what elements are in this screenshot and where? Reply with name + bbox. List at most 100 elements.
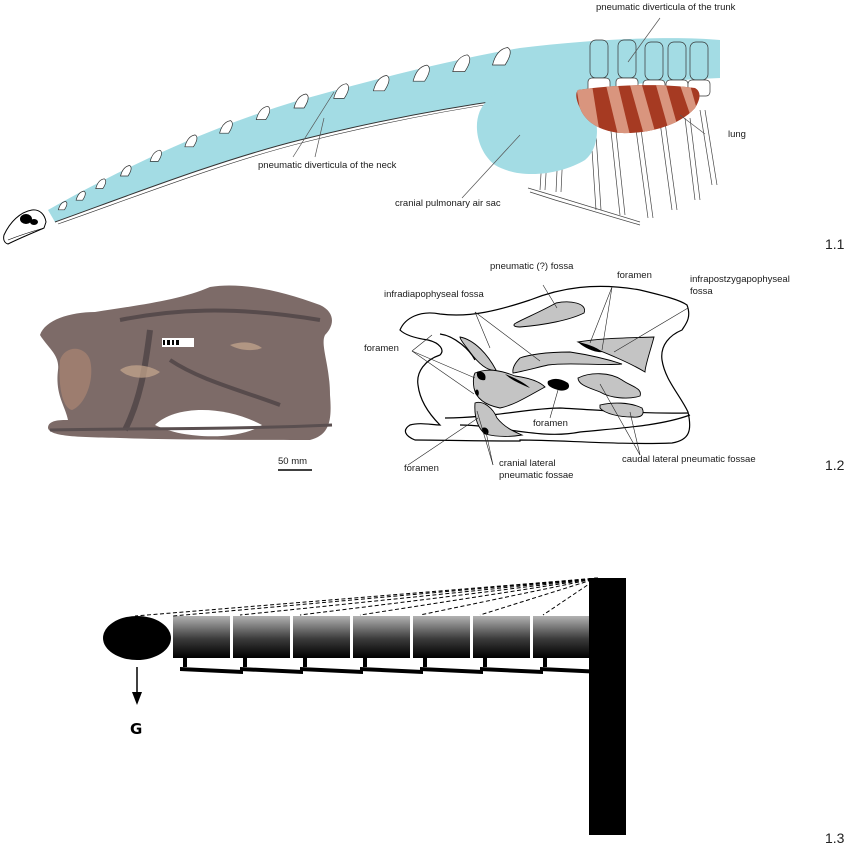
vertebra-strut [363,658,367,667]
infradiapophyseal-fossa-1 [459,336,497,371]
label-cranial-lateral-line1: cranial lateral [499,458,556,469]
cervical-spine [184,134,198,148]
scale-bar-label: 50 mm [278,456,308,467]
panel-number-1-3: 1.3 [825,830,845,846]
cervical-spine [75,190,86,201]
cervical-spine [219,120,233,134]
label-lung: lung [728,129,746,140]
label-foramen-left: foramen [364,343,399,354]
cranial-pulmonary-air-sac [476,83,597,175]
cervical-spine [452,54,471,72]
ventral-bar [420,667,483,674]
vertebra-strut [183,658,187,667]
cervical-spine [293,93,309,109]
label-pneumatic-fossa: pneumatic (?) fossa [490,261,574,272]
tension-cable [239,577,599,616]
cervical-spine [57,201,68,211]
vertebra-block [293,616,350,658]
label-foramen-bottom: foramen [404,463,439,474]
panel-number-1-1: 1.1 [825,236,845,252]
ventral-bar [300,667,363,674]
label-air-sac: cranial pulmonary air sac [395,198,501,209]
vertebra-block [353,616,410,658]
label-foramen-top: foramen [617,270,652,281]
cervical-spine [372,75,390,92]
lung [576,85,700,134]
neck-ventral-line [54,94,541,223]
tension-cables [134,577,599,617]
vertebra-strut [543,658,547,667]
dorsal-spine [689,41,709,81]
vertebra-strut [303,658,307,667]
caudal-lateral-fossa-2 [599,402,644,418]
label-cranial-lateral-line2: pneumatic fossae [499,470,574,481]
label-trunk-diverticula: pneumatic diverticula of the trunk [596,2,736,13]
infradiapophyseal-fossa-2 [512,351,623,374]
caudal-lateral-fossa-1 [577,373,641,399]
vertebra-blocks [173,616,603,674]
skull [3,209,47,245]
ventral-bar [180,667,243,674]
dorsal-spine [667,41,687,81]
gravity-arrow [132,667,142,705]
label-infrapostzyg-line1: infrapostzygapophyseal [690,274,790,285]
dorsal-spine [644,41,664,81]
foramen-center [547,378,570,391]
vertebra-block [233,616,290,658]
cranial-lateral-fossa-2 [474,401,524,437]
ventral-bar [480,667,543,674]
vertebra-strut [423,658,427,667]
tension-cable [479,577,599,616]
cervical-spine [95,178,107,189]
wall-support [589,578,626,835]
vertebra-block [413,616,470,658]
cranial-lateral-fossa-1 [472,369,546,409]
leader-lines-1-2 [407,284,689,466]
rib [699,109,718,186]
panel-number-1-2: 1.2 [825,457,845,473]
foramen-bottom [481,427,489,435]
vertebra-strut [483,658,487,667]
vertebra-block [173,616,230,658]
ventral-bar [240,667,303,674]
vertebra-block [473,616,530,658]
label-infrapostzyg-line2: fossa [690,286,713,297]
foramen-left [476,371,486,381]
tension-cable [172,577,599,617]
cervical-vertebrae [57,47,511,211]
rib [684,117,701,201]
ventral-bar [360,667,423,674]
infrapostzyg-fossa [576,336,655,373]
vertebra-block [533,616,589,658]
neck-diverticula [48,38,720,222]
label-foramen-center: foramen [533,418,568,429]
head-mass [103,616,171,660]
cervical-spine [149,149,162,162]
cervical-spine [412,64,430,82]
tension-cable [134,577,599,617]
rib [634,121,654,219]
label-caudal-lateral: caudal lateral pneumatic fossae [622,454,756,465]
leader-lines-1-1 [292,17,706,199]
ventral-bar [540,667,603,674]
panel-1-1-skeleton [3,17,720,245]
vertebra-photograph [40,285,333,440]
rib [659,121,678,211]
foramen-left-2 [474,389,479,396]
label-infradiapophyseal-fossa: infradiapophyseal fossa [384,289,484,300]
sternal-rib [527,187,641,226]
label-neck-diverticula: pneumatic diverticula of the neck [258,160,397,171]
rib [609,121,626,216]
tension-cable [299,577,599,616]
tension-cable [542,577,599,616]
foramen-top [578,342,602,353]
dorsal-spine [617,39,637,79]
cervical-spine [120,165,132,177]
fossae [459,301,655,437]
gravity-label: G [130,720,143,738]
dorsal-spine [589,39,609,79]
tension-cable [359,577,599,616]
tension-cable [419,577,599,616]
cervical-spine [255,105,271,120]
pneumatic-fossa [513,301,585,328]
